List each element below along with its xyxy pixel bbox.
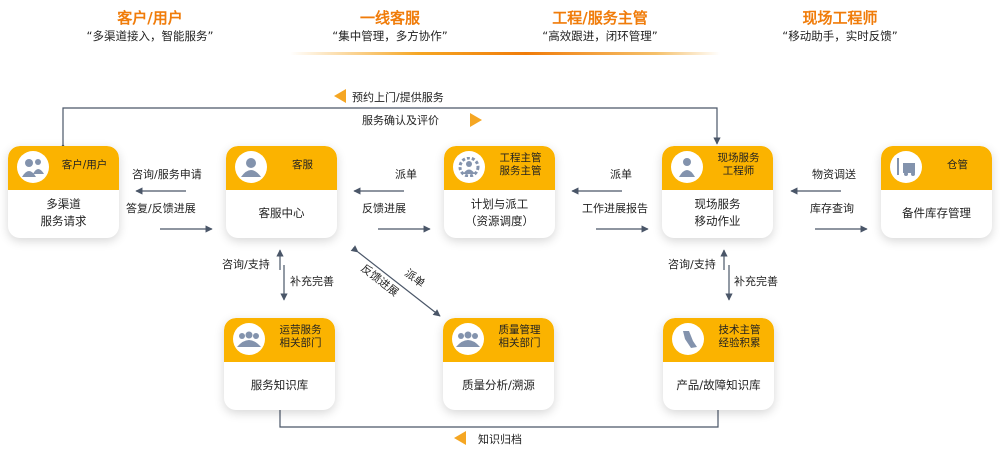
flow-label: 补充完善 — [734, 275, 778, 288]
card-body: 服务知识库 — [250, 377, 309, 392]
flow-label: 反馈进展 — [362, 202, 406, 215]
card-service: 客服 客服中心 — [226, 146, 337, 238]
flow-label: 咨询/服务申请 — [132, 168, 202, 181]
flow-label: 咨询/支持 — [668, 258, 716, 271]
team-gear-icon — [453, 151, 485, 183]
flow-label: 工作进展报告 — [582, 202, 648, 215]
role-engineer: 现场工程师 “移动助手，实时反馈” — [740, 8, 940, 44]
card-header: 运营服务 相关部门 — [279, 324, 322, 349]
card-body: 计划与派工 （资源调度） — [465, 197, 534, 228]
card-header: 技术主管 经验积累 — [718, 324, 761, 349]
role-service: 一线客服 “集中管理，多方协作” — [290, 8, 490, 44]
flow-label: 派单 — [395, 168, 417, 181]
group-icon — [452, 323, 484, 355]
card-tech: 技术主管 经验积累 产品/故障知识库 — [663, 318, 774, 410]
forklift-icon — [890, 151, 922, 183]
flow-label: 知识归档 — [478, 433, 522, 446]
flow-label: 物资调送 — [812, 168, 856, 181]
card-body: 质量分析/溯源 — [462, 377, 535, 392]
role-title: 一线客服 — [359, 9, 420, 27]
role-customer: 客户/用户 “多渠道接入，智能服务” — [50, 8, 250, 44]
engineer-icon — [671, 151, 703, 183]
hand-icon — [672, 323, 704, 355]
orange-arrow-left-icon — [454, 431, 466, 445]
card-header: 质量管理 相关部门 — [498, 324, 541, 349]
card-header: 现场服务 工程师 — [717, 152, 760, 177]
role-subtitle: “移动助手，实时反馈” — [782, 29, 898, 43]
card-quality: 质量管理 相关部门 质量分析/溯源 — [443, 318, 554, 410]
card-header: 工程主管 服务主管 — [499, 152, 542, 177]
card-body: 备件库存管理 — [902, 205, 971, 220]
orange-arrow-right-icon — [470, 113, 482, 127]
flow-label: 库存查询 — [810, 202, 854, 215]
card-body: 多渠道 服务请求 — [40, 197, 87, 228]
role-title: 客户/用户 — [117, 9, 183, 27]
card-header: 仓管 — [947, 158, 968, 171]
orange-arrow-left-icon — [334, 89, 346, 103]
top-loop-line — [59, 107, 721, 151]
role-subtitle: “多渠道接入，智能服务” — [86, 29, 214, 43]
card-warehouse: 仓管 备件库存管理 — [881, 146, 992, 238]
card-header: 客户/用户 — [61, 158, 108, 171]
card-body: 客服中心 — [258, 205, 305, 220]
card-customer: 客户/用户 多渠道 服务请求 — [8, 146, 119, 238]
role-manager: 工程/服务主管 “高效跟进，闭环管理” — [500, 8, 700, 44]
users-icon — [17, 151, 49, 183]
flow-label: 咨询/支持 — [222, 258, 270, 271]
flow-label: 预约上门/提供服务 — [352, 91, 444, 104]
divider — [290, 52, 720, 55]
card-manager: 工程主管 服务主管 计划与派工 （资源调度） — [444, 146, 555, 238]
group-icon — [233, 323, 265, 355]
card-header: 客服 — [292, 158, 313, 171]
card-body: 产品/故障知识库 — [676, 377, 761, 392]
agent-icon — [235, 151, 267, 183]
flow-label: 服务确认及评价 — [362, 114, 439, 127]
flow-label: 答复/反馈进展 — [126, 202, 196, 215]
role-title: 现场工程师 — [802, 9, 878, 27]
card-ops: 运营服务 相关部门 服务知识库 — [224, 318, 335, 410]
role-title: 工程/服务主管 — [552, 9, 648, 27]
flow-label: 派单 — [610, 168, 632, 181]
role-subtitle: “集中管理，多方协作” — [332, 29, 448, 43]
card-body: 现场服务 移动作业 — [694, 197, 741, 228]
card-field: 现场服务 工程师 现场服务 移动作业 — [662, 146, 773, 238]
flow-label: 补充完善 — [290, 275, 334, 288]
role-subtitle: “高效跟进，闭环管理” — [542, 29, 658, 43]
